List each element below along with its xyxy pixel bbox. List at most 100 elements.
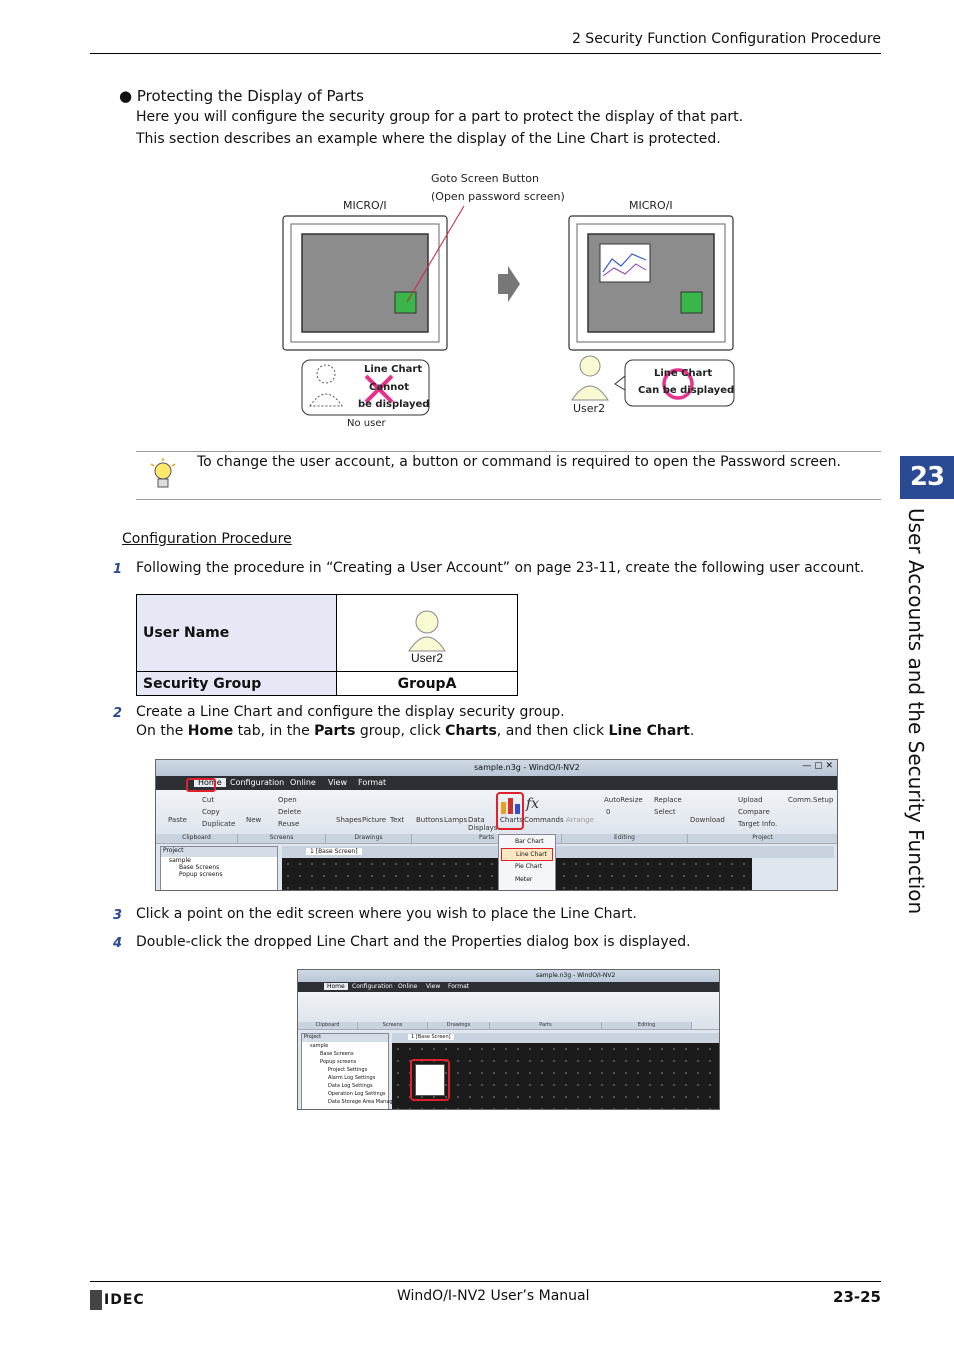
target-info-button[interactable]: Target Info. [738, 820, 778, 828]
commands-button[interactable]: Commands [524, 816, 564, 824]
no-user-label: No user [347, 418, 386, 429]
tree-item[interactable]: sample [169, 857, 191, 864]
goto-button-callout: Goto Screen Button [431, 172, 539, 185]
project-pane-title: Project [161, 847, 277, 857]
right-device-label: MICRO/I [629, 199, 673, 212]
comm-setup-button[interactable]: Comm.Setup [788, 796, 834, 804]
base-screen-tab[interactable]: 1 [Base Screen] [306, 848, 362, 855]
goto-button-callout-sub: (Open password screen) [431, 190, 565, 203]
tab-view[interactable]: View [328, 778, 347, 787]
download-button[interactable]: Download [690, 816, 725, 824]
paste-button[interactable]: Paste [168, 816, 187, 824]
menu-pie-chart[interactable]: Pie Chart [515, 863, 543, 870]
upload-button[interactable]: Upload [738, 796, 763, 804]
menu-line-chart[interactable]: Line Chart [501, 848, 553, 861]
group-screens: Screens [238, 834, 326, 843]
group-screens: Screens [358, 1022, 428, 1029]
group-clipboard: Clipboard [298, 1022, 358, 1029]
tab-online[interactable]: Online [398, 983, 418, 990]
note-text: To change the user account, a button or … [197, 454, 841, 470]
right-bubble-line2: Can be displayed [638, 385, 735, 396]
window-title: sample.n3g - WindO/I-NV2 [536, 972, 616, 979]
placed-line-chart[interactable] [415, 1064, 445, 1096]
charts-button-highlight[interactable] [496, 792, 524, 830]
security-group-value: GroupA [336, 671, 518, 696]
step-4-number: 4 [113, 936, 123, 951]
intro-line-1: Here you will configure the security gro… [136, 109, 744, 125]
tree-item[interactable]: Alarm Log Settings [328, 1075, 376, 1081]
ribbon: Paste Cut Copy Duplicate New Open Delete… [156, 790, 837, 844]
tab-online[interactable]: Online [290, 778, 316, 787]
cut-button[interactable]: Cut [202, 796, 215, 804]
tab-home[interactable]: Home [324, 983, 348, 990]
step-2-line1: Create a Line Chart and configure the di… [136, 704, 565, 720]
reuse-button[interactable]: Reuse [278, 820, 300, 828]
intro-line-2: This section describes an example where … [136, 131, 721, 147]
lamps-button[interactable]: Lamps [444, 816, 468, 824]
charts-icon [501, 798, 520, 814]
window-title: sample.n3g - WindO/I-NV2 [474, 763, 580, 772]
copy-button[interactable]: Copy [202, 808, 220, 816]
open-button[interactable]: Open [278, 796, 297, 804]
duplicate-button[interactable]: Duplicate [202, 820, 236, 828]
new-button[interactable]: New [246, 816, 262, 824]
note-box [136, 451, 881, 500]
ribbon-tabs: Home Configuration Online View Format [156, 776, 837, 790]
ribbon: Clipboard Screens Drawings Parts Editing [298, 992, 719, 1030]
user-name-value-cell: User2 [336, 594, 518, 672]
security-diagram [282, 205, 735, 416]
group-project: Project [688, 834, 837, 843]
tree-item[interactable]: Base Screens [179, 864, 220, 871]
configuration-procedure-heading: Configuration Procedure [122, 531, 292, 547]
data-displays-button[interactable]: Data Displays [468, 816, 498, 832]
step-2-number: 2 [113, 706, 123, 721]
fx-icon: fx [526, 796, 540, 812]
tab-home[interactable]: Home [194, 778, 226, 787]
menu-meter[interactable]: Meter [515, 876, 533, 883]
tab-configuration[interactable]: Configuration [352, 983, 393, 990]
buttons-button[interactable]: Buttons [416, 816, 444, 824]
base-screen-tab[interactable]: 1 [Base Screen] [408, 1034, 454, 1040]
compare-button[interactable]: Compare [738, 808, 770, 816]
tree-item[interactable]: Project Settings [328, 1067, 368, 1073]
page-number: 23-25 [833, 1288, 881, 1306]
tab-format[interactable]: Format [448, 983, 470, 990]
shapes-button[interactable]: Shapes [336, 816, 362, 824]
zero-field[interactable]: 0 [606, 808, 611, 816]
screenshot-line-chart-placed: sample.n3g - WindO/I-NV2 Home Configurat… [297, 969, 720, 1110]
tab-format[interactable]: Format [358, 778, 387, 787]
group-editing: Editing [602, 1022, 692, 1029]
user-name-value: User2 [410, 651, 443, 665]
group-parts: Parts [412, 834, 562, 843]
menu-bar-chart[interactable]: Bar Chart [515, 838, 544, 845]
placed-line-chart-highlight[interactable] [410, 1059, 450, 1101]
group-drawings: Drawings [428, 1022, 490, 1029]
delete-button[interactable]: Delete [278, 808, 301, 816]
tree-item[interactable]: Popup screens [179, 871, 223, 878]
ribbon-tabs: Home Configuration Online View Format [298, 982, 719, 992]
tab-configuration[interactable]: Configuration [230, 778, 285, 787]
step-2-line2: On the Home tab, in the Parts group, cli… [136, 723, 695, 739]
right-bubble-line1: Line Chart [654, 368, 713, 379]
tree-item[interactable]: Data Storage Area Manag [328, 1099, 393, 1105]
tree-item[interactable]: sample [310, 1043, 329, 1049]
text-button[interactable]: Text [390, 816, 405, 824]
charts-button[interactable]: Charts [500, 816, 523, 824]
select-button[interactable]: Select [654, 808, 676, 816]
window-titlebar: sample.n3g - WindO/I-NV2 [298, 970, 719, 982]
chapter-tab-number: 23 [900, 456, 954, 499]
picture-button[interactable]: Picture [362, 816, 387, 824]
user-avatar-icon [408, 610, 446, 652]
tree-item[interactable]: Base Screens [320, 1051, 354, 1057]
project-pane-title: Project [302, 1034, 388, 1042]
step-4-text: Double-click the dropped Line Chart and … [136, 934, 691, 950]
replace-button[interactable]: Replace [654, 796, 682, 804]
tree-item[interactable]: Data Log Settings [328, 1083, 373, 1089]
arrange-button[interactable]: Arrange [566, 816, 594, 824]
tree-item[interactable]: Operation Log Settings [328, 1091, 386, 1097]
left-device-label: MICRO/I [343, 199, 387, 212]
tab-view[interactable]: View [426, 983, 441, 990]
tree-item[interactable]: Popup screens [320, 1059, 357, 1065]
autoresize-button[interactable]: AutoResize [604, 796, 643, 804]
window-controls[interactable]: — ▢ ✕ [802, 761, 833, 771]
